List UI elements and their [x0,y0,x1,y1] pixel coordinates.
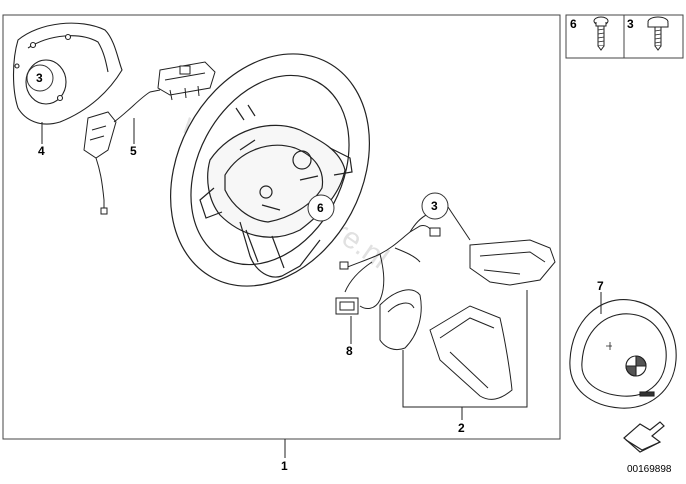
steering-wheel [170,53,370,287]
callout-4: 4 [38,144,45,158]
switch-bracket-part [157,61,216,101]
callout-1: 1 [281,459,288,473]
circle-3-right-marker [421,192,449,220]
trim-cover-parts [379,239,556,400]
reference-number: 00169898 [627,464,672,475]
circle-3-left-marker [26,64,54,92]
fastener-panel: 6 3 [565,14,684,59]
callout-2: 2 [458,421,465,435]
orientation-arrow-icon [623,421,665,453]
circle-6-label: 6 [317,201,324,215]
screw-3-icon [647,16,669,51]
circle-3-right-label: 3 [431,199,438,213]
airbag-part [569,299,677,409]
screw-6-icon [593,16,609,51]
switch-part-5 [83,89,161,215]
wiring-harness-part [335,213,441,315]
fastener-label-3: 3 [627,17,634,31]
callout-7: 7 [597,279,604,293]
circle-6-marker [307,194,335,222]
leader-lines [41,118,602,458]
column-cover-part [13,22,123,125]
fastener-label-6: 6 [570,17,577,31]
callout-8: 8 [346,344,353,358]
assembly-frame [2,14,561,440]
circle-3-left-label: 3 [36,71,43,85]
callout-5: 5 [130,144,137,158]
